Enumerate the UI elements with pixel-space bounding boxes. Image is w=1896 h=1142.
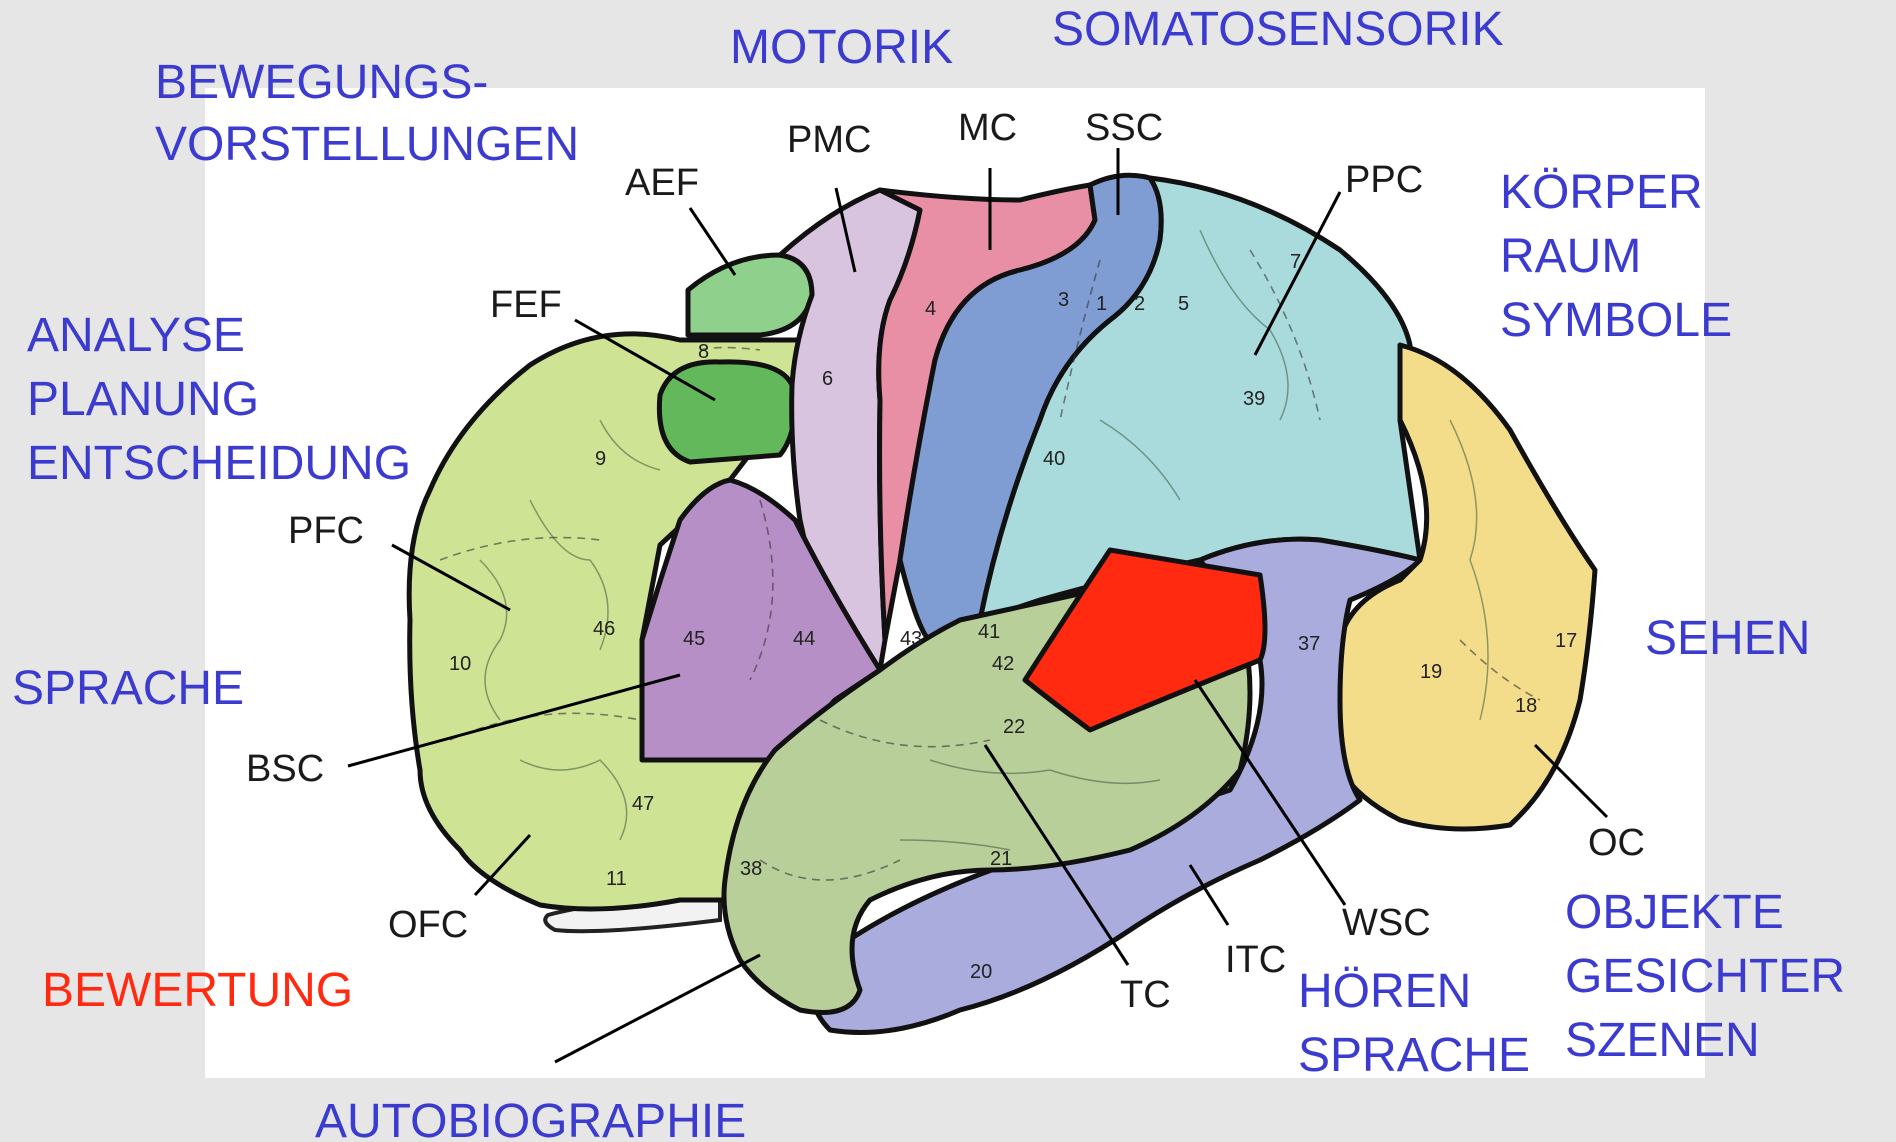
label-mc: MC <box>958 107 1017 149</box>
label-entscheidung: ENTSCHEIDUNG <box>27 437 411 490</box>
area-number: 10 <box>449 653 471 675</box>
label-planung: PLANUNG <box>27 373 259 426</box>
area-number: 46 <box>593 618 615 640</box>
label-bewertung: BEWERTUNG <box>42 964 353 1017</box>
label-bsc: BSC <box>246 748 324 790</box>
area-number: 9 <box>595 448 606 470</box>
label-bewegungsvorstellungen-line2: VORSTELLUNGEN <box>155 118 579 171</box>
region-fef <box>659 362 794 462</box>
area-number: 21 <box>990 848 1012 870</box>
label-hoeren: HÖREN <box>1298 965 1471 1018</box>
area-number: 20 <box>970 961 992 983</box>
label-raum: RAUM <box>1500 230 1641 283</box>
label-objekte: OBJEKTE <box>1565 886 1784 939</box>
label-fef: FEF <box>490 284 562 326</box>
area-number: 4 <box>925 298 936 320</box>
label-aef: AEF <box>625 162 699 204</box>
label-bewegungsvorstellungen-line1: BEWEGUNGS- <box>155 56 488 109</box>
area-number: 38 <box>740 858 762 880</box>
area-number: 6 <box>822 368 833 390</box>
label-sprache-left: SPRACHE <box>12 662 244 715</box>
label-pmc: PMC <box>787 119 871 161</box>
label-wsc: WSC <box>1342 902 1431 944</box>
label-pfc: PFC <box>288 510 364 552</box>
area-number: 40 <box>1043 448 1065 470</box>
area-number: 47 <box>632 793 654 815</box>
label-koerper: KÖRPER <box>1500 166 1703 219</box>
label-szenen: SZENEN <box>1565 1014 1760 1067</box>
label-oc: OC <box>1588 822 1645 864</box>
area-number: 42 <box>992 653 1014 675</box>
area-number: 18 <box>1515 695 1537 717</box>
area-number: 45 <box>683 628 705 650</box>
label-ssc: SSC <box>1085 107 1163 149</box>
label-sprache-bottom: SPRACHE <box>1298 1029 1530 1082</box>
label-tc: TC <box>1120 974 1171 1016</box>
label-somatosensorik: SOMATOSENSORIK <box>1052 3 1504 56</box>
label-autobiographie: AUTOBIOGRAPHIE <box>315 1095 746 1142</box>
label-analyse: ANALYSE <box>27 309 245 362</box>
label-ppc: PPC <box>1345 159 1423 201</box>
area-number: 17 <box>1555 630 1577 652</box>
label-symbole: SYMBOLE <box>1500 294 1732 347</box>
area-number: 11 <box>606 868 627 890</box>
label-motorik: MOTORIK <box>730 21 953 74</box>
area-number: 43 <box>900 628 922 650</box>
label-sehen: SEHEN <box>1645 612 1810 665</box>
area-number: 41 <box>978 621 1000 643</box>
area-number: 2 <box>1134 293 1145 315</box>
area-number: 3 <box>1058 289 1069 311</box>
area-number: 19 <box>1420 661 1442 683</box>
area-number: 7 <box>1290 251 1301 273</box>
area-number: 5 <box>1178 293 1189 315</box>
area-number: 22 <box>1003 716 1025 738</box>
label-itc: ITC <box>1225 939 1286 981</box>
area-number: 8 <box>698 341 709 363</box>
label-gesichter: GESICHTER <box>1565 950 1845 1003</box>
area-number: 1 <box>1096 293 1107 315</box>
label-ofc: OFC <box>388 904 468 946</box>
area-number: 44 <box>793 628 815 650</box>
area-number: 37 <box>1298 633 1320 655</box>
area-number: 39 <box>1243 388 1265 410</box>
